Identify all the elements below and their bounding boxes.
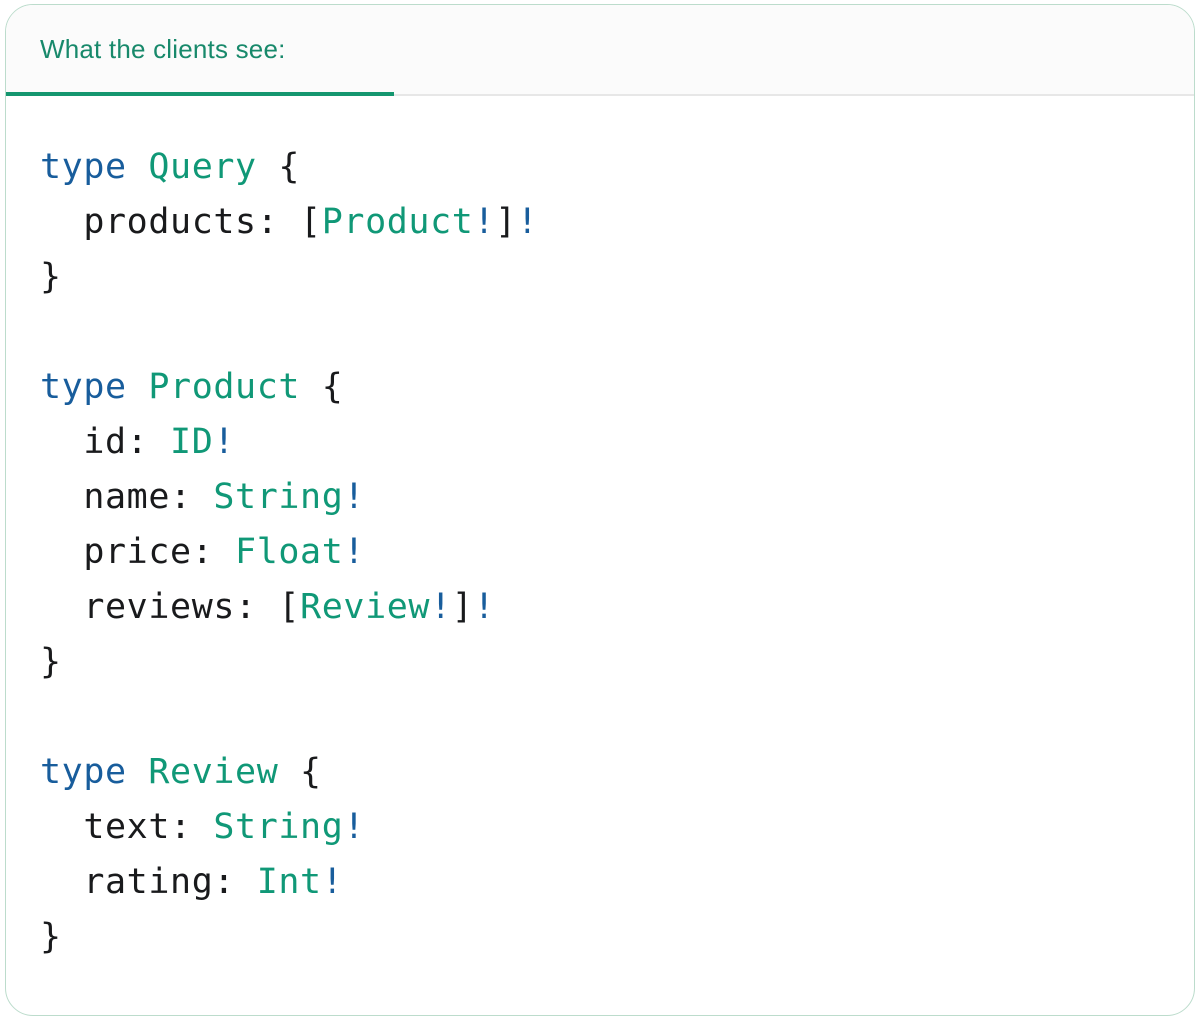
code-token: id: [40, 422, 171, 462]
code-token: rating: [40, 862, 257, 902]
tab-what-clients-see[interactable]: What the clients see: [40, 34, 286, 64]
code-line: type Product { [40, 367, 343, 407]
code-token: name: [40, 477, 214, 517]
code-line: id: ID! [40, 422, 235, 462]
code-token: ! [343, 477, 366, 517]
code-token: ID [170, 422, 214, 462]
code-token: { [278, 752, 322, 792]
code-token: price: [40, 532, 236, 572]
code-token: ! [430, 587, 452, 627]
code-panel-body: type Query { products: [Product!]! } typ… [6, 96, 1194, 1015]
active-tab-indicator [6, 92, 394, 96]
code-token: type [40, 752, 127, 792]
code-token: ! [473, 202, 496, 242]
code-panel-card: What the clients see: type Query { produ… [5, 4, 1195, 1016]
code-token: ! [473, 587, 496, 627]
code-line: reviews: [Review!]! [40, 587, 495, 627]
code-token [127, 147, 149, 187]
code-token: ! [213, 422, 236, 462]
code-token: Product [148, 367, 301, 407]
code-token: type [40, 367, 127, 407]
code-token: } [40, 642, 62, 682]
code-line: products: [Product!]! [40, 202, 538, 242]
code-token: Query [148, 147, 257, 187]
code-token: text: [40, 807, 214, 847]
code-token: ] [451, 587, 474, 627]
code-line: name: String! [40, 477, 365, 517]
code-token: ! [343, 807, 366, 847]
code-token: Float [235, 532, 344, 572]
graphql-schema-code: type Query { products: [Product!]! } typ… [6, 96, 1194, 985]
code-line: } [40, 257, 62, 297]
code-token: { [256, 147, 301, 187]
code-line: text: String! [40, 807, 365, 847]
code-token: String [213, 477, 344, 517]
code-token: ! [343, 532, 366, 572]
tab-bar: What the clients see: [6, 5, 1194, 96]
code-line: type Review { [40, 752, 322, 792]
code-token: { [300, 367, 344, 407]
code-token: } [40, 257, 62, 297]
code-token: String [213, 807, 344, 847]
code-token: type [40, 147, 127, 187]
code-token: ] [495, 202, 517, 242]
code-token: Review [300, 587, 431, 627]
code-token [127, 752, 149, 792]
code-line: rating: Int! [40, 862, 343, 902]
code-line: } [40, 642, 62, 682]
code-token: } [40, 917, 62, 957]
code-line: } [40, 917, 62, 957]
code-token: Review [148, 752, 279, 792]
code-line: price: Float! [40, 532, 365, 572]
code-token: Product [321, 202, 474, 242]
code-token [127, 367, 149, 407]
code-token: reviews: [ [40, 587, 301, 627]
code-token: ! [516, 202, 539, 242]
code-token: products: [ [40, 202, 322, 242]
code-line: type Query { [40, 147, 300, 187]
code-token: ! [321, 862, 344, 902]
code-token: Int [256, 862, 322, 902]
